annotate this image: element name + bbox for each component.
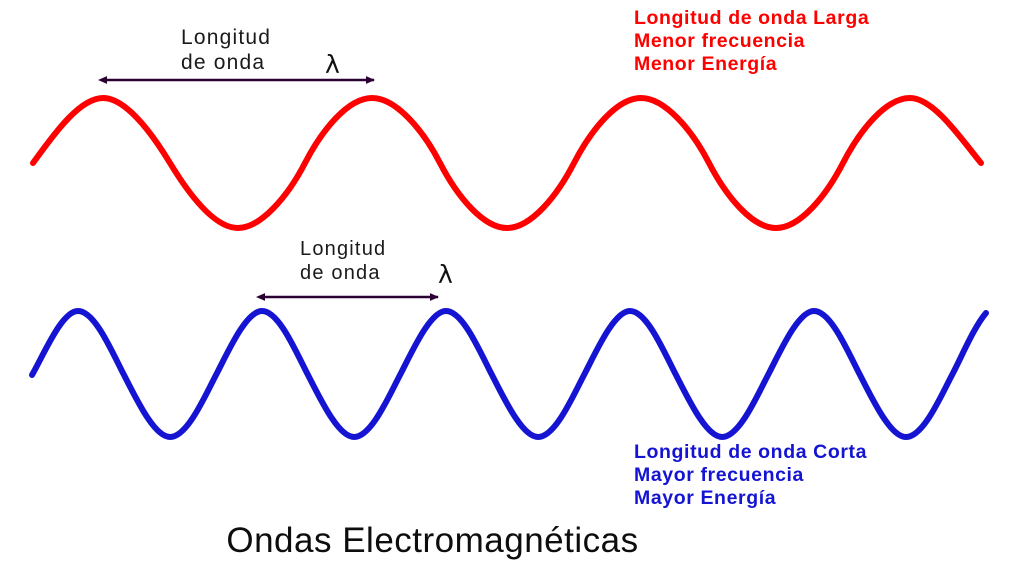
top-wavelength-label: Longitud de onda: [181, 26, 271, 76]
blue-wave-description: Longitud de onda Corta Mayor frecuencia …: [634, 441, 867, 510]
bottom-wavelength-label-line1: Longitud: [300, 238, 387, 260]
page-title: Ondas Electromagnéticas: [226, 521, 639, 560]
blue-description-line-3: Mayor Energía: [634, 487, 777, 509]
lambda-symbol-bottom: λ: [438, 260, 453, 289]
red-wave-path: [30, 95, 984, 231]
blue-wave-path: [29, 308, 989, 440]
red-wave-description: Longitud de onda Larga Menor frecuencia …: [634, 7, 869, 76]
bottom-wavelength-label-line2: de onda: [300, 261, 381, 284]
blue-description-line-2: Mayor frecuencia: [634, 464, 804, 486]
top-wavelength-label-line1: Longitud: [181, 26, 272, 49]
lambda-symbol-top: λ: [325, 50, 340, 79]
bottom-wavelength-label: Longitud de onda: [300, 238, 386, 285]
red-description-line-1: Longitud de onda Larga: [634, 7, 870, 29]
red-description-line-3: Menor Energía: [634, 53, 778, 75]
red-description-line-2: Menor frecuencia: [634, 30, 806, 52]
top-wavelength-label-line2: de onda: [181, 50, 266, 74]
blue-description-line-1: Longitud de onda Corta: [634, 441, 868, 463]
